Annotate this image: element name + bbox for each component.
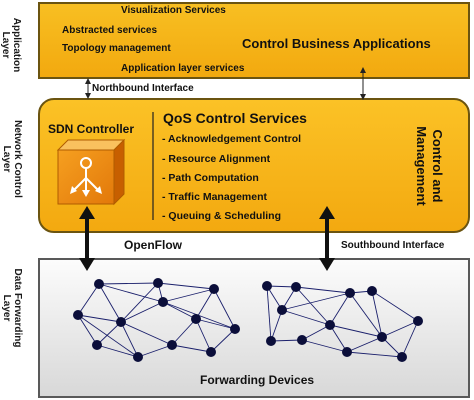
- network-node-icon: [342, 347, 352, 357]
- visualization-services-label: Visualization Services: [121, 5, 226, 16]
- qos-item: - Resource Alignment: [162, 153, 271, 165]
- network-node-icon: [73, 310, 83, 320]
- network-node-icon: [209, 284, 219, 294]
- sdn-controller-label: SDN Controller: [48, 122, 135, 136]
- network-node-icon: [266, 336, 276, 346]
- qos-control-services-title: QoS Control Services: [163, 110, 307, 126]
- network-nodes-left: [73, 278, 240, 362]
- openflow-arrow: [79, 206, 95, 271]
- network-node-icon: [367, 286, 377, 296]
- network-nodes-right: [262, 281, 423, 362]
- abstracted-services-label: Abstracted services: [62, 25, 158, 36]
- openflow-label: OpenFlow: [124, 238, 182, 252]
- forwarding-devices-label: Forwarding Devices: [200, 373, 315, 387]
- network-node-icon: [167, 340, 177, 350]
- southbound-interface-label: Southbound Interface: [341, 240, 445, 251]
- application-layer-box: [38, 2, 470, 79]
- application-layer-services-label: Application layer services: [121, 63, 245, 74]
- network-node-icon: [92, 340, 102, 350]
- southbound-arrow: [319, 206, 335, 271]
- network-node-icon: [413, 316, 423, 326]
- network-node-icon: [206, 347, 216, 357]
- network-node-icon: [377, 332, 387, 342]
- controller-cube-icon: [56, 138, 126, 206]
- network-node-icon: [297, 335, 307, 345]
- qos-item: - Queuing & Scheduling: [162, 210, 281, 222]
- network-node-icon: [191, 314, 201, 324]
- network-node-icon: [153, 278, 163, 288]
- northbound-interface-label: Northbound Interface: [92, 83, 194, 94]
- network-node-icon: [133, 352, 143, 362]
- control-business-applications-label: Control Business Applications: [242, 36, 431, 51]
- network-node-icon: [262, 281, 272, 291]
- network-node-icon: [94, 279, 104, 289]
- network-node-icon: [345, 288, 355, 298]
- network-graph-right: [266, 285, 419, 358]
- network-node-icon: [158, 297, 168, 307]
- network-node-icon: [325, 320, 335, 330]
- network-node-icon: [277, 305, 287, 315]
- data-forwarding-layer-box: [38, 258, 470, 398]
- qos-item: - Path Computation: [162, 172, 259, 184]
- network-node-icon: [230, 324, 240, 334]
- network-node-icon: [397, 352, 407, 362]
- network-node-icon: [116, 317, 126, 327]
- network-node-icon: [291, 282, 301, 292]
- topology-management-label: Topology management: [62, 43, 171, 54]
- qos-item: - Acknowledgement Control: [162, 133, 302, 145]
- qos-item: - Traffic Management: [162, 191, 268, 203]
